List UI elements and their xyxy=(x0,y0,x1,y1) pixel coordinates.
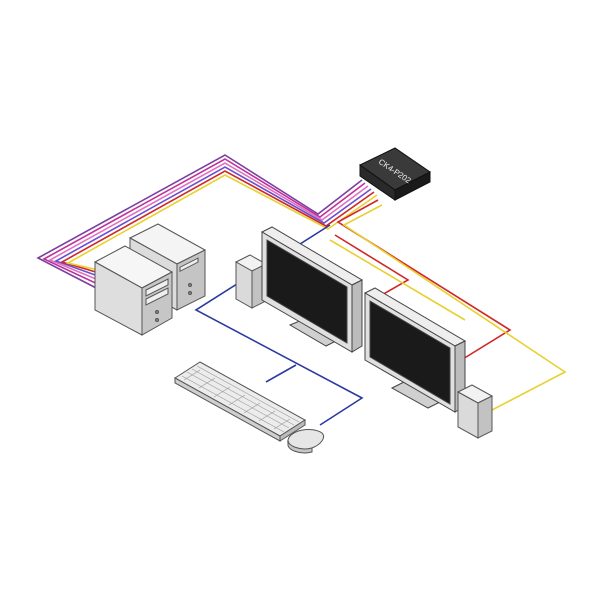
mouse xyxy=(287,429,325,454)
cable-red-monitor-2 xyxy=(334,234,410,297)
cable-red-monitor xyxy=(336,199,512,363)
monitor-right-screen xyxy=(369,300,451,405)
kvm-switch: CK4-P202 xyxy=(359,147,431,201)
cable-magenta xyxy=(42,158,366,288)
cable-violet xyxy=(54,166,372,282)
monitor-left-screen xyxy=(266,239,348,344)
keyboard-keys xyxy=(181,365,300,433)
cable-red-pc xyxy=(59,170,375,279)
cable-yellow-speaker-2 xyxy=(329,239,466,321)
monitor-right xyxy=(363,287,467,413)
cable-yellow-speaker xyxy=(342,204,567,411)
monitor-left xyxy=(260,226,364,353)
cable-blue-keyboard-2 xyxy=(265,364,297,383)
pc-tower-front xyxy=(93,245,174,336)
cable-purple xyxy=(36,154,363,291)
cable-pink xyxy=(48,162,369,285)
keyboard xyxy=(174,361,306,442)
kvm-side xyxy=(394,171,431,201)
speaker-right xyxy=(456,384,494,439)
